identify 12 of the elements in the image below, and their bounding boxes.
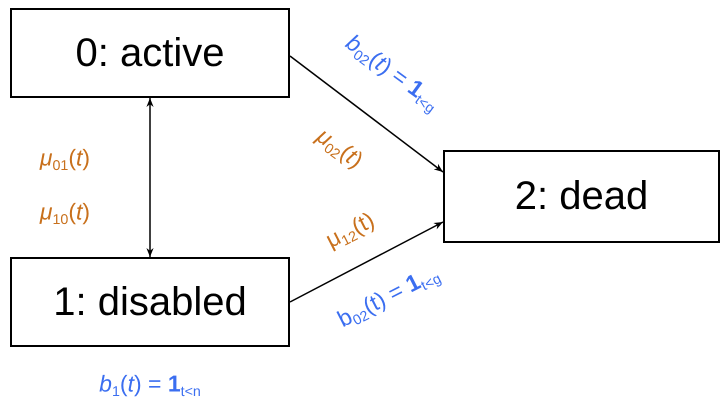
rate-formula: μ$_{10}$(t) (40, 198, 90, 226)
state-label: 2: dead (514, 174, 648, 219)
state-box (10, 257, 290, 347)
state-box (443, 150, 720, 243)
rate-formula: μ$_{01}$(t) (40, 144, 90, 172)
arrow (290, 221, 444, 303)
state-label: 0: active (76, 30, 224, 76)
rate-formula: b$_{1}$(t) = 1$_{t<n}$ (99, 370, 201, 398)
arrow (146, 98, 154, 257)
state-label: 1: disabled (53, 280, 247, 324)
state-box (10, 8, 290, 98)
arrow (290, 55, 444, 173)
